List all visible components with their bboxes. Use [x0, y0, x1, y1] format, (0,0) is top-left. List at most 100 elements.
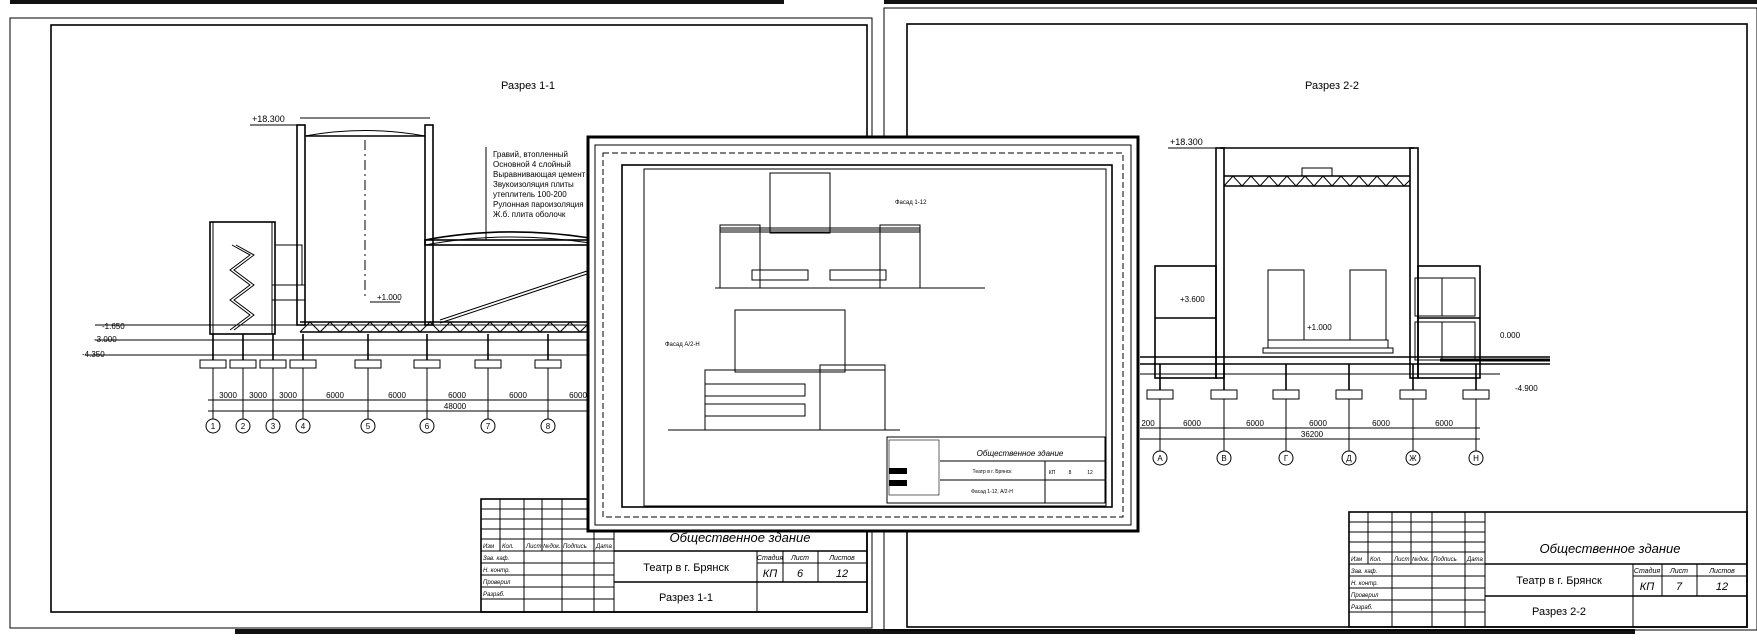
sheet2-col-list: Лист — [1393, 557, 1409, 563]
sheet1-title-block: Изм Кол. Лист №док. Подпись Дата Зав. ка… — [480, 498, 868, 613]
sheet1-col-izm: Изм — [483, 544, 494, 550]
sheet1-level-floor: +1.000 — [377, 293, 402, 302]
sheet1-project: Общественное здание — [670, 530, 811, 545]
sheet2-level-top: +18.300 — [1170, 137, 1203, 147]
sheet2-sheet-label: Лист — [1669, 568, 1688, 575]
sheet2-dim2: 6000 — [1246, 419, 1264, 428]
sheet2-row-2: Н. контр. — [1351, 581, 1378, 587]
axis-2: 2 — [241, 422, 246, 431]
sheet2-row-4: Разраб. — [1351, 605, 1373, 611]
sheet1-title: Разрез 1-1 — [501, 80, 555, 92]
note-2: Основной 4 слойный — [493, 160, 571, 169]
facade-sheet: 8 — [1069, 470, 1072, 476]
sheet2-project: Общественное здание — [1540, 541, 1681, 556]
axis-3: 3 — [271, 422, 276, 431]
sheet2-dim1: 6000 — [1183, 419, 1201, 428]
sheet2-dim-first: 200 — [1141, 419, 1155, 428]
sheet2-col-sign: Подпись — [1433, 557, 1457, 563]
sheet2-level-marks: +18.300 +3.600 +1.000 0.000 -4.900 — [1168, 137, 1538, 393]
sheet2-col-kol: Кол. — [1370, 557, 1382, 563]
sheet2-axis-d: Д — [1346, 454, 1352, 463]
dim2: 3000 — [249, 391, 267, 400]
axis-4: 4 — [301, 422, 306, 431]
sheet2-dim4: 6000 — [1372, 419, 1390, 428]
sheet2-col-date: Дата — [1466, 557, 1483, 563]
facade-top-label: Фасад 1-12 — [895, 200, 927, 206]
note-7: Ж.б. плита оболочк — [493, 210, 566, 219]
sheet2-axis-n: Н — [1473, 454, 1479, 463]
sheet2-axes: А В Г Д Ж Н — [1152, 399, 1484, 466]
sheet2-dim3: 6000 — [1309, 419, 1327, 428]
dim7: 6000 — [509, 391, 527, 400]
sheet2-axis-zh: Ж — [1409, 454, 1417, 463]
sheet1-roof-notes: Гравий, втопленный Основной 4 слойный Вы… — [485, 147, 586, 240]
sheet2-dim5: 6000 — [1435, 419, 1453, 428]
facade-title-block: Общественное здание Театр в г. Брянск Фа… — [886, 436, 1106, 504]
note-5: утеплитель 100-200 — [493, 190, 567, 199]
sheet2-row-3: Проверил — [1351, 593, 1379, 599]
sheet2-row-1: Зав. каф. — [1351, 569, 1377, 575]
sheet1-columns — [199, 334, 562, 369]
sheet1-row-1: Зав. каф. — [483, 556, 509, 562]
sheet2-sheet: 7 — [1676, 581, 1683, 593]
facade-project: Общественное здание — [977, 449, 1064, 458]
facade-bottom-label: Фасад А/2-Н — [665, 342, 700, 348]
sheet1-col-sign: Подпись — [563, 544, 587, 550]
dim5: 6000 — [388, 391, 406, 400]
sheet2-level-wing: +3.600 — [1180, 295, 1205, 304]
facade-stage: КП — [1049, 470, 1056, 476]
sheet1-row-2: Н. контр. — [483, 568, 510, 574]
facade-sheets: 12 — [1087, 470, 1093, 476]
sheet1-level-1: -1.650 — [102, 322, 125, 331]
note-6: Рулонная пароизоляция — [493, 200, 584, 209]
sheet1-sheet: 6 — [797, 568, 804, 580]
dim4: 6000 — [326, 391, 344, 400]
facade-top: Фасад 1-12 — [715, 172, 985, 289]
sheet1-col-list: Лист — [525, 544, 541, 550]
axis-7: 7 — [486, 422, 491, 431]
facade-drawing: Фасад 1-12, А/2-Н — [971, 489, 1013, 495]
sheet1-level-2: -3.000 — [94, 335, 117, 344]
facade-bottom: Фасад А/2-Н — [665, 309, 900, 431]
sheet2-title: Разрез 2-2 — [1305, 80, 1359, 92]
sheet2-stage-label: Стадия — [1634, 567, 1660, 575]
sheet2-sheets: 12 — [1716, 581, 1728, 593]
axis-5: 5 — [366, 422, 371, 431]
sheet-facade-overlay: Фасад 1-12 Фасад А/2-Н Общественное здан… — [586, 135, 1140, 533]
top-bar-right — [884, 0, 1757, 4]
bottom-bar — [235, 629, 1635, 634]
sheet1-axes: 1 2 3 4 5 6 7 8 — [205, 368, 556, 434]
sheet2-sheets-label: Листов — [1708, 568, 1735, 575]
sheet2-dim-total: 36200 — [1301, 430, 1324, 439]
sheet1-drawing: Разрез 1-1 — [659, 592, 713, 604]
sheet-section-1-1: Разрез 1-1 — [9, 17, 873, 629]
sheet1-sheets-label: Листов — [828, 555, 855, 562]
sheet1-level-marks: +18.300 +1.000 -1.650 -3.000 -4.350 — [82, 114, 402, 359]
sheet2-axis-a: А — [1157, 454, 1163, 463]
sheet2-columns — [1146, 364, 1490, 400]
sheet2-axis-g: Г — [1284, 454, 1289, 463]
sheet2-drawing: Разрез 2-2 — [1532, 606, 1586, 618]
sheet1-level-top: +18.300 — [252, 114, 285, 124]
sheet2-dimensions: 200 6000 6000 6000 6000 6000 36200 — [1141, 419, 1453, 439]
sheet1-col-kol: Кол. — [502, 544, 514, 550]
sheet1-stage-label: Стадия — [757, 554, 783, 562]
sheet2-axis-v: В — [1221, 454, 1226, 463]
sheet1-sheets: 12 — [836, 568, 848, 580]
sheet1-col-doc: №док. — [543, 543, 561, 550]
sheet2-building: Театр в г. Брянск — [1516, 575, 1602, 587]
sheet1-row-4: Разраб. — [483, 592, 505, 598]
sheet1-col-date: Дата — [595, 544, 612, 550]
sheet2-col-doc: №док. — [1412, 556, 1430, 563]
sheet2-stage: КП — [1640, 581, 1654, 593]
sheet1-sheet-label: Лист — [790, 555, 809, 562]
dim3: 3000 — [279, 391, 297, 400]
dim1: 3000 — [219, 391, 237, 400]
sheet1-level-3: -4.350 — [82, 350, 105, 359]
sheet2-title-block: Изм Кол. Лист №док. Подпись Дата Зав. ка… — [1348, 511, 1748, 628]
top-bar-left — [10, 0, 784, 4]
note-1: Гравий, втопленный — [493, 150, 568, 159]
sheet2-col-izm: Изм — [1351, 557, 1362, 563]
sheet1-building: Театр в г. Брянск — [643, 562, 729, 574]
